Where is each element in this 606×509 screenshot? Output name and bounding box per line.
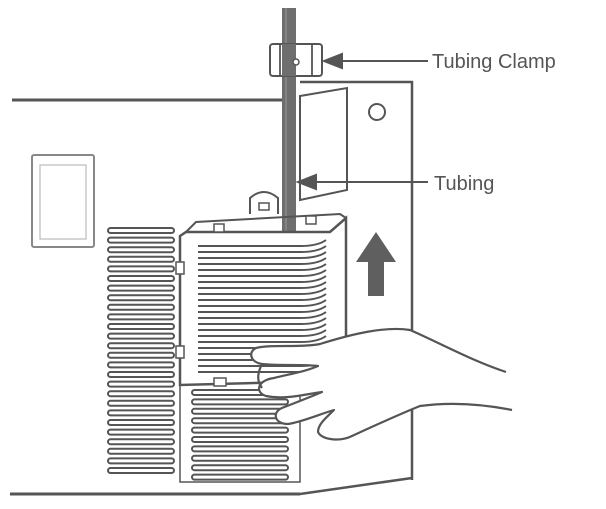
vent-slot bbox=[107, 419, 175, 426]
callout-lines bbox=[295, 52, 428, 191]
vent-slot bbox=[107, 351, 175, 359]
cover-vent-slot bbox=[198, 263, 327, 277]
hand-icon bbox=[250, 327, 513, 441]
vent-slot bbox=[107, 323, 175, 330]
vent-slot bbox=[107, 361, 175, 369]
vent-slot bbox=[107, 409, 175, 417]
vent-slot bbox=[107, 371, 175, 378]
vent-slot bbox=[107, 236, 175, 244]
vent-slot bbox=[191, 473, 289, 481]
vent-slot bbox=[107, 313, 175, 321]
cover-vent-slot bbox=[198, 299, 327, 313]
vent-slot bbox=[107, 457, 175, 465]
background-vents-left bbox=[107, 227, 175, 474]
vent-slot bbox=[107, 438, 175, 446]
vent-slot bbox=[107, 332, 175, 340]
vent-slot bbox=[107, 342, 175, 350]
vent-slot bbox=[107, 390, 175, 398]
arrow-up-icon bbox=[356, 232, 396, 296]
cover-vent-slot bbox=[198, 311, 327, 325]
vent-slot bbox=[107, 275, 175, 282]
tubing bbox=[282, 8, 296, 240]
cover-vent-slot bbox=[198, 239, 327, 253]
vent-slot bbox=[107, 227, 175, 234]
tubing-clamp-label: Tubing Clamp bbox=[432, 51, 556, 73]
tubing-clamp bbox=[269, 43, 323, 77]
cover-vent-slot bbox=[198, 287, 327, 301]
label-plate-inner bbox=[39, 164, 87, 240]
vent-slot bbox=[107, 303, 175, 311]
cover-vent-slot bbox=[198, 275, 327, 289]
background-vents-lower bbox=[191, 389, 289, 481]
label-plate bbox=[31, 154, 95, 248]
vent-slot bbox=[191, 426, 289, 434]
vent-slot bbox=[107, 428, 175, 436]
vent-slot bbox=[107, 447, 175, 455]
vent-slot bbox=[107, 467, 175, 474]
vent-slot bbox=[107, 265, 175, 273]
vent-slot bbox=[191, 445, 289, 453]
vent-slot bbox=[191, 407, 289, 415]
vent-slot bbox=[107, 255, 175, 263]
screw-hole bbox=[368, 103, 386, 121]
vent-cover bbox=[175, 191, 348, 387]
tubing-bracket bbox=[299, 86, 348, 202]
vent-slot bbox=[191, 417, 289, 425]
vent-slot bbox=[191, 464, 289, 472]
vent-slot bbox=[107, 284, 175, 292]
vent-slot bbox=[107, 380, 175, 388]
unit-bottom-edge-right bbox=[299, 476, 413, 496]
vent-slot bbox=[107, 399, 175, 407]
cover-vent-slot bbox=[198, 323, 327, 337]
vent-slot bbox=[191, 398, 289, 406]
vent-slot bbox=[191, 454, 289, 462]
vent-slot bbox=[107, 246, 175, 254]
cover-vent-slot bbox=[198, 251, 327, 265]
tubing-label: Tubing bbox=[434, 173, 495, 195]
vent-slot bbox=[191, 436, 289, 443]
vent-slot bbox=[107, 294, 175, 302]
